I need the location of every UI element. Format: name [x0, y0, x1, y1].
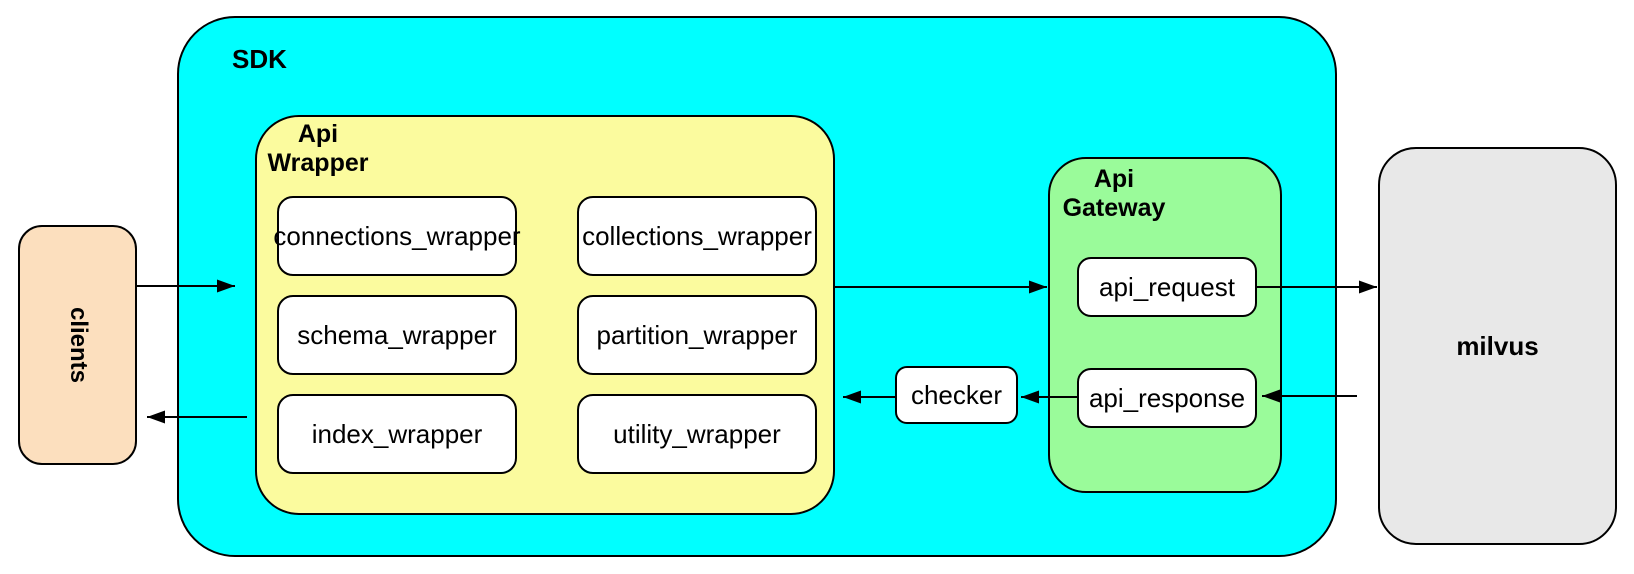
api-gateway-label-line2: Gateway: [1062, 194, 1166, 222]
clients-label: clients: [64, 306, 92, 384]
api-gateway-label-line1: Api: [1093, 165, 1135, 193]
api-wrapper-label-line2: Wrapper: [267, 149, 369, 177]
api-wrapper-container: Api Wrapper connections_wrapper collecti…: [255, 115, 835, 515]
api-response-node: api_response: [1077, 368, 1257, 428]
schema-wrapper-node: schema_wrapper: [277, 295, 517, 375]
sdk-container: SDK Api Wrapper connections_wrapper coll…: [177, 16, 1337, 557]
utility-wrapper-node: utility_wrapper: [577, 394, 817, 474]
milvus-node: milvus: [1378, 147, 1617, 545]
api-wrapper-label: Api Wrapper: [258, 120, 378, 178]
sdk-label: SDK: [232, 44, 287, 74]
clients-node: clients: [18, 225, 137, 465]
api-gateway-container: Api Gateway api_request api_response: [1048, 157, 1282, 493]
api-wrapper-label-line1: Api: [297, 120, 339, 148]
connections-wrapper-node: connections_wrapper: [273, 196, 521, 276]
checker-node: checker: [895, 366, 1018, 424]
api-gateway-label: Api Gateway: [1058, 165, 1170, 223]
index-wrapper-node: index_wrapper: [277, 394, 517, 474]
collections-wrapper-node: collections_wrapper: [577, 196, 817, 276]
partition-wrapper-node: partition_wrapper: [577, 295, 817, 375]
api-request-node: api_request: [1077, 257, 1257, 317]
